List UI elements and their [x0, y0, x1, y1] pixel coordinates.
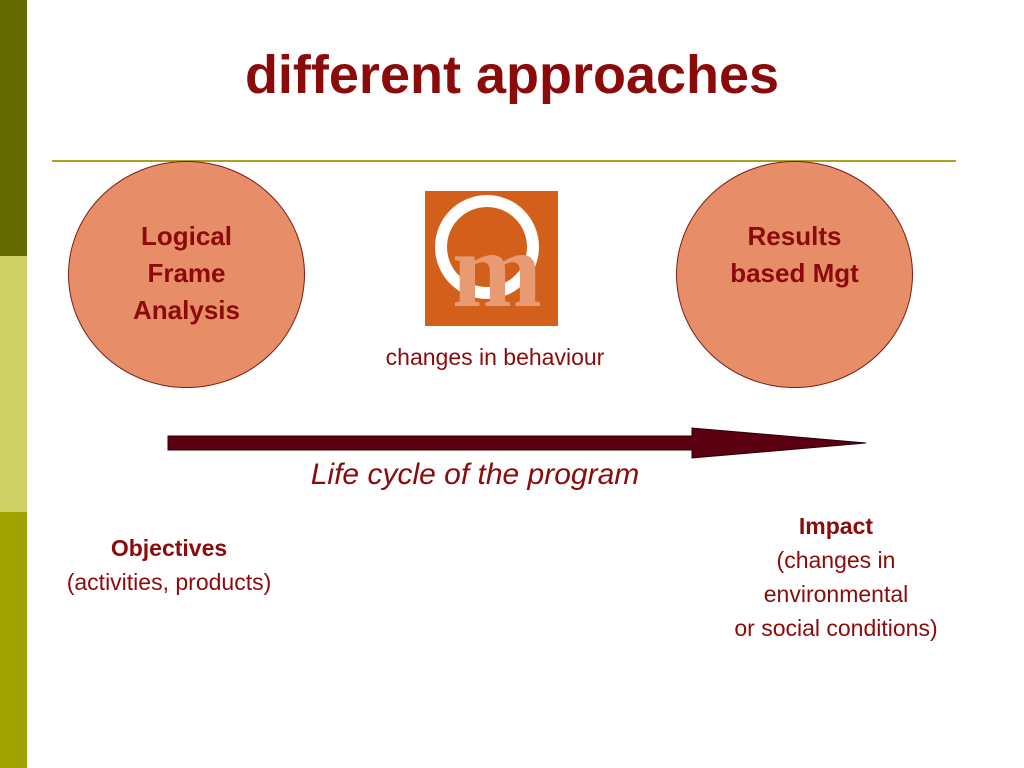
slide-title: different approaches [244, 45, 780, 105]
circle-label-line: Logical [140, 221, 232, 251]
impact-detail-line: or social conditions) [734, 615, 938, 641]
circle-label-line: Frame [147, 258, 226, 288]
impact-detail-line: (changes in [776, 547, 896, 573]
title-divider [52, 160, 956, 162]
logo-letter: m [452, 211, 542, 326]
objectives-detail: (activities, products) [66, 569, 272, 595]
circle-label-line: Analysis [133, 295, 240, 325]
results-based-mgt-circle: Results based Mgt [676, 161, 913, 388]
objectives-block: Objectives (activities, products) [40, 531, 298, 599]
left-accent-bar-light [0, 256, 27, 512]
circle-label: Logical Frame Analysis [69, 218, 304, 329]
lifecycle-label: Life cycle of the program [310, 458, 640, 491]
behaviour-caption: changes in behaviour [385, 344, 605, 370]
circle-label: Results based Mgt [677, 218, 912, 292]
circle-label-line: based Mgt [730, 258, 859, 288]
logical-frame-analysis-circle: Logical Frame Analysis [68, 161, 305, 388]
om-logo-icon: m [425, 191, 558, 326]
lifecycle-arrow [167, 427, 867, 459]
left-accent-bar-dark [0, 0, 27, 256]
objectives-heading: Objectives [110, 535, 228, 561]
impact-heading: Impact [798, 513, 874, 539]
impact-detail-line: environmental [763, 581, 909, 607]
impact-block: Impact (changes in environmental or soci… [700, 509, 972, 645]
circle-label-line: Results [747, 221, 842, 251]
left-accent-bar-mid [0, 512, 27, 768]
